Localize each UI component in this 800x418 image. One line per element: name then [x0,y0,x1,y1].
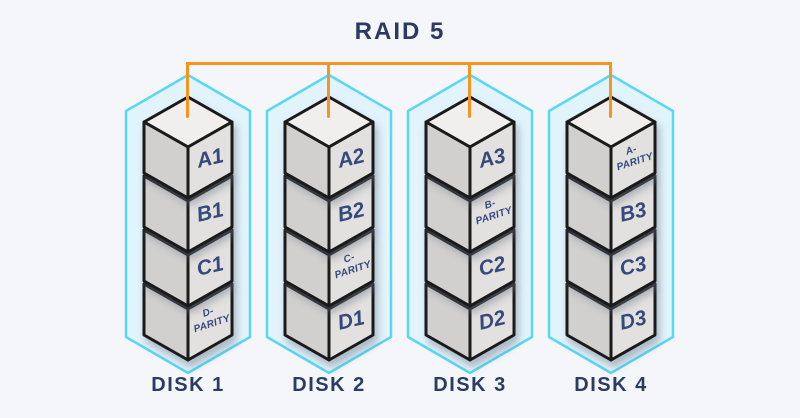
parity-block-cube: A-PARITY [565,95,657,200]
cube-right-face [609,228,657,308]
cube-right-face [327,228,375,308]
cube-right-face [186,120,234,200]
disk-column-4: A-PARITY B3 C3 D3 DISK 4 [547,0,675,418]
disk-label: DISK 4 [574,374,648,396]
disk-column-1: A1 B1 C1 D-PARITY DISK 1 [124,0,252,418]
cube-right-face [468,228,516,308]
bus-connector-line [186,62,189,118]
bus-connector-line [327,62,330,118]
cube-right-face [186,174,234,254]
cube-right-face [609,174,657,254]
bus-connector-line [468,62,471,118]
bus-connector-line [609,62,612,118]
diagram-title: RAID 5 [354,18,446,45]
cube-right-face [327,120,375,200]
cube-right-face [468,174,516,254]
disk-column-2: A2 B2 C-PARITY D1 DISK 2 [265,0,393,418]
data-block-cube: D1 [283,257,375,362]
cube-right-face [609,120,657,200]
cube-right-face [327,174,375,254]
data-block-cube: A2 [283,95,375,200]
cube-right-face [609,282,657,362]
disk-column-3: A3 B-PARITY C2 D2 DISK 3 [406,0,534,418]
disk-label: DISK 1 [151,374,225,396]
data-block-cube: A1 [142,95,234,200]
disk-label: DISK 2 [292,374,366,396]
cube-right-face [468,120,516,200]
disk-label: DISK 3 [433,374,507,396]
cube-right-face [186,228,234,308]
cube-right-face [186,282,234,362]
cube-right-face [468,282,516,362]
data-block-cube: A3 [424,95,516,200]
cube-right-face [327,282,375,362]
raid-bus-line [188,62,612,65]
